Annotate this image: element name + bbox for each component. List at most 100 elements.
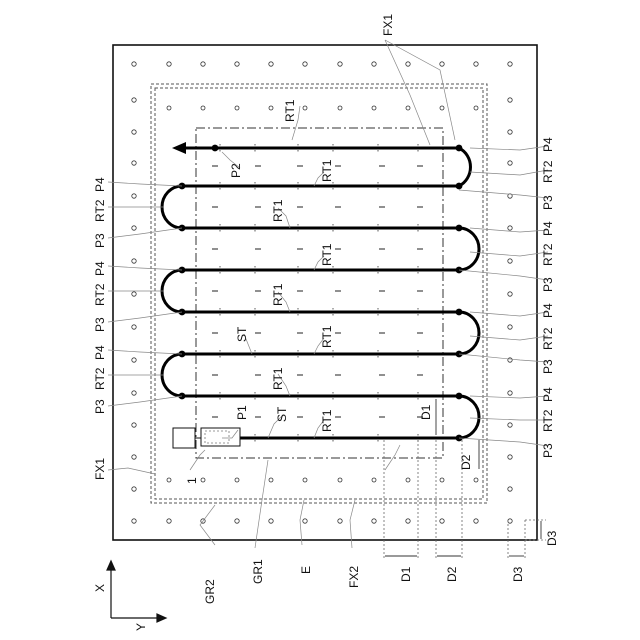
leader-line	[459, 438, 548, 446]
marker-circle	[235, 478, 239, 482]
marker-circle	[508, 226, 512, 230]
marker-circle	[508, 519, 512, 523]
marker-circle	[372, 478, 376, 482]
label-p4: P4	[93, 345, 107, 360]
marker-circle	[474, 478, 478, 482]
marker-circle	[406, 478, 410, 482]
y-axis-arrow	[157, 614, 166, 622]
marker-circle	[508, 358, 512, 362]
label-p4: P4	[93, 177, 107, 192]
label-d1: D1	[399, 566, 413, 582]
leader-line	[459, 190, 548, 198]
marker-circle	[235, 62, 239, 66]
marker-circle	[440, 62, 444, 66]
labels: P4RT2P3P4RT2P3P4RT2P3P4RT2P3P4RT2P3P4RT2…	[93, 14, 559, 604]
marker-circle	[338, 519, 342, 523]
label-p3: P3	[93, 233, 107, 248]
label-st: ST	[235, 326, 249, 342]
label-d2: D2	[459, 454, 473, 470]
marker-circle	[269, 478, 273, 482]
marker-circle	[235, 106, 239, 110]
marker-circle	[167, 62, 171, 66]
label-p4: P4	[541, 303, 555, 318]
label-fx1: FX1	[381, 14, 395, 36]
marker-circle	[132, 391, 136, 395]
marker-circle	[132, 325, 136, 329]
x-axis-arrow	[107, 561, 115, 570]
route-node	[456, 225, 463, 232]
marker-circle	[508, 455, 512, 459]
marker-circle	[474, 519, 478, 523]
label-rt1: RT1	[320, 325, 334, 348]
marker-circle	[201, 62, 205, 66]
marker-circle	[474, 62, 478, 66]
leader-line	[459, 354, 548, 362]
marker-circle	[508, 391, 512, 395]
marker-circle	[132, 455, 136, 459]
label-p3: P3	[541, 443, 555, 458]
marker-circle	[440, 519, 444, 523]
marker-circle	[132, 98, 136, 102]
marker-circle	[440, 478, 444, 482]
marker-circle	[406, 62, 410, 66]
label-e: E	[299, 566, 313, 574]
label-d2: D2	[445, 566, 459, 582]
label-gr2: GR2	[203, 579, 217, 604]
y-axis-label: Y	[134, 623, 148, 631]
label-p4: P4	[541, 137, 555, 152]
label-gr1: GR1	[251, 559, 265, 584]
marker-circle	[132, 259, 136, 263]
label-p3: P3	[93, 399, 107, 414]
marker-circle	[132, 358, 136, 362]
label-fx2: FX2	[347, 566, 361, 588]
leader-line	[255, 460, 268, 548]
x-axis-label: X	[93, 584, 107, 592]
marker-circle	[269, 62, 273, 66]
route-end-arrow	[172, 142, 186, 154]
marker-circle	[508, 292, 512, 296]
marker-circle	[132, 130, 136, 134]
label-rt1: RT1	[320, 409, 334, 432]
marker-circle	[406, 519, 410, 523]
marker-circle	[338, 106, 342, 110]
marker-circle	[406, 106, 410, 110]
marker-circle	[303, 519, 307, 523]
label-rt2: RT2	[541, 327, 555, 350]
route-turn-5	[459, 228, 479, 270]
marker-circle	[132, 62, 136, 66]
marker-circle	[201, 478, 205, 482]
route-node	[456, 393, 463, 400]
label-rt2: RT2	[93, 367, 107, 390]
label-rt1: RT1	[320, 243, 334, 266]
marker-circle	[269, 519, 273, 523]
label-rt1: RT1	[283, 99, 297, 122]
label-p3: P3	[541, 277, 555, 292]
label-unit: 1	[185, 477, 199, 484]
marker-circle	[338, 478, 342, 482]
marker-circle	[508, 130, 512, 134]
label-p4: P4	[541, 387, 555, 402]
route-node	[456, 145, 463, 152]
route-turn-1	[459, 396, 479, 438]
leader-line	[385, 40, 455, 140]
leader-line	[108, 350, 182, 354]
label-d1: D1	[419, 404, 433, 420]
leader-line	[200, 505, 215, 545]
route-node	[456, 183, 463, 190]
marker-circle	[372, 62, 376, 66]
label-d3: D3	[545, 530, 559, 546]
marker-circle	[167, 106, 171, 110]
dimension-arrows	[385, 399, 541, 556]
label-p3: P3	[93, 317, 107, 332]
marker-circle	[508, 98, 512, 102]
leader-line	[108, 182, 182, 186]
marker-circle	[474, 106, 478, 110]
marker-circle	[338, 62, 342, 66]
leader-line	[459, 270, 548, 280]
route-turn-2	[162, 354, 182, 396]
marker-circle	[303, 106, 307, 110]
marker-circle	[372, 519, 376, 523]
label-rt2: RT2	[93, 199, 107, 222]
marker-circle	[201, 106, 205, 110]
marker-circle	[132, 423, 136, 427]
